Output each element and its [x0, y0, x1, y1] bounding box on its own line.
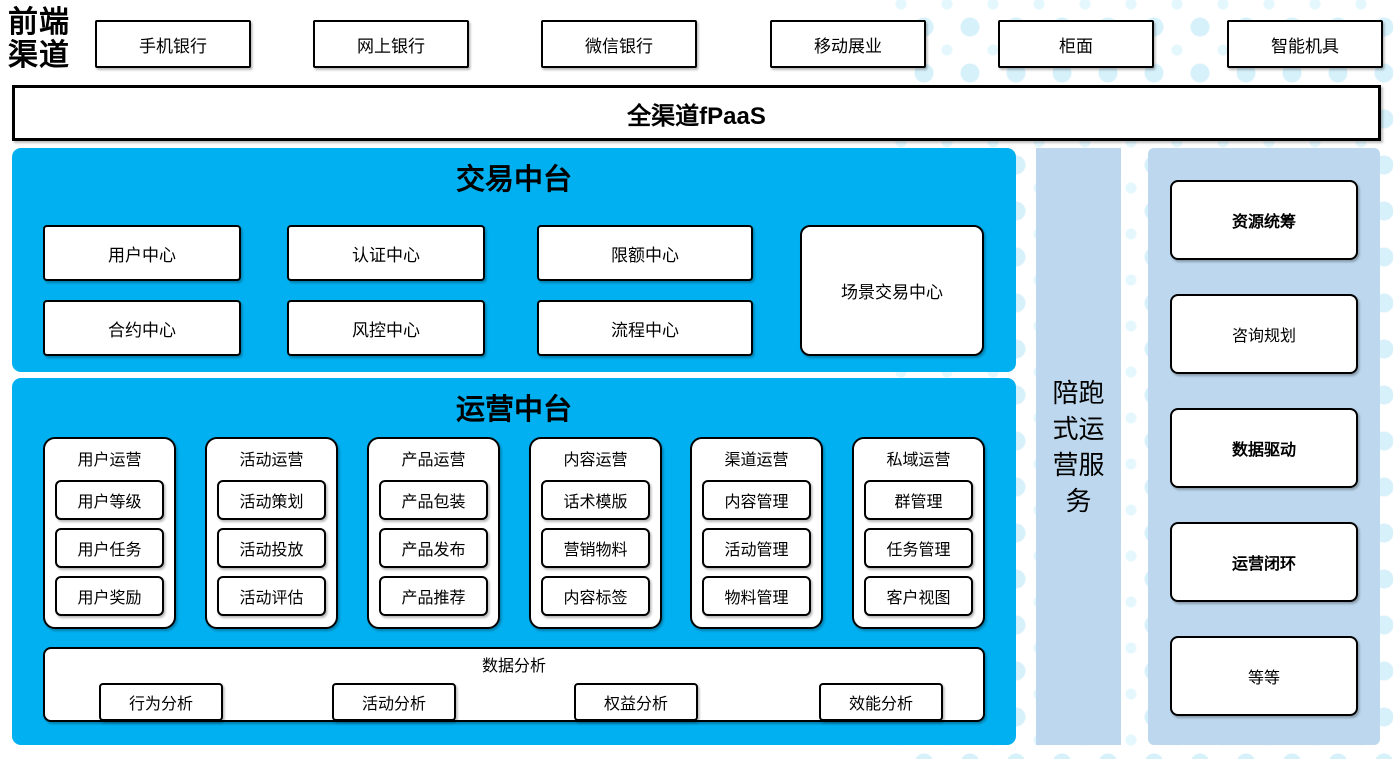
ops-column-content-ops: 内容运营 话术模版 营销物料 内容标签	[529, 437, 662, 629]
ops-column-user-ops: 用户运营 用户等级 用户任务 用户奖励	[43, 437, 176, 629]
ops-item: 用户奖励	[55, 576, 164, 616]
trade-box-scenario-trade-center: 场景交易中心	[800, 225, 984, 356]
ops-item: 产品发布	[379, 528, 488, 568]
service-box-resource-coordination: 资源统筹	[1170, 180, 1358, 260]
ops-item: 内容管理	[702, 480, 811, 520]
ops-item: 物料管理	[702, 576, 811, 616]
data-analysis-container: 数据分析 行为分析 活动分析 权益分析 效能分析	[43, 647, 985, 722]
channel-box-online-banking: 网上银行	[313, 20, 469, 68]
fpaas-bar: 全渠道fPaaS	[12, 85, 1381, 141]
ops-platform-panel: 运营中台 用户运营 用户等级 用户任务 用户奖励 活动运营 活动策划 活动投放 …	[12, 378, 1016, 745]
ops-item: 用户等级	[55, 480, 164, 520]
ops-column-header: 内容运营	[563, 452, 628, 469]
trade-platform-title: 交易中台	[455, 164, 572, 196]
ops-column-product-ops: 产品运营 产品包装 产品发布 产品推荐	[367, 437, 500, 629]
trade-box-contract-center: 合约中心	[43, 300, 241, 356]
ops-column-channel-ops: 渠道运营 内容管理 活动管理 物料管理	[690, 437, 823, 629]
ops-item: 活动评估	[217, 576, 326, 616]
trade-platform-panel: 交易中台 用户中心 认证中心 限额中心 合约中心 风控中心 流程中心 场景交易中…	[12, 148, 1016, 372]
trade-box-risk-center: 风控中心	[287, 300, 485, 356]
service-box-etc: 等等	[1170, 636, 1358, 716]
ops-column-private-domain-ops: 私域运营 群管理 任务管理 客户视图	[852, 437, 985, 629]
trade-box-limit-center: 限额中心	[537, 225, 753, 281]
ops-column-header: 私域运营	[886, 452, 951, 469]
ops-item: 活动投放	[217, 528, 326, 568]
trade-box-process-center: 流程中心	[537, 300, 753, 356]
analysis-box-efficiency: 效能分析	[819, 683, 943, 721]
ops-column-header: 用户运营	[77, 452, 142, 469]
trade-box-user-center: 用户中心	[43, 225, 241, 281]
channel-box-counter: 柜面	[998, 20, 1154, 68]
ops-item: 任务管理	[864, 528, 973, 568]
analysis-box-rights: 权益分析	[574, 683, 698, 721]
ops-item: 产品推荐	[379, 576, 488, 616]
ops-column-header: 活动运营	[239, 452, 304, 469]
ops-item: 客户视图	[864, 576, 973, 616]
ops-column-activity-ops: 活动运营 活动策划 活动投放 活动评估	[205, 437, 338, 629]
channel-box-mobile-banking: 手机银行	[95, 20, 251, 68]
ops-item: 产品包装	[379, 480, 488, 520]
ops-column-header: 产品运营	[401, 452, 466, 469]
ops-item: 话术模版	[541, 480, 650, 520]
ops-item: 用户任务	[55, 528, 164, 568]
channel-box-smart-devices: 智能机具	[1227, 20, 1383, 68]
analysis-box-activity: 活动分析	[332, 683, 456, 721]
service-box-ops-closed-loop: 运营闭环	[1170, 522, 1358, 602]
service-box-consulting-planning: 咨询规划	[1170, 294, 1358, 374]
channel-box-wechat-banking: 微信银行	[541, 20, 697, 68]
ops-item: 营销物料	[541, 528, 650, 568]
front-channels-label: 前端渠道	[8, 6, 70, 72]
ops-platform-title: 运营中台	[455, 394, 572, 426]
companion-ops-service-label: 陪跑式运营服务	[1052, 377, 1105, 516]
ops-column-header: 渠道运营	[724, 452, 789, 469]
companion-ops-service-bar: 陪跑式运营服务	[1036, 148, 1121, 745]
ops-item: 活动管理	[702, 528, 811, 568]
ops-item: 群管理	[864, 480, 973, 520]
trade-box-auth-center: 认证中心	[287, 225, 485, 281]
channel-box-mobile-business: 移动展业	[770, 20, 926, 68]
ops-item: 内容标签	[541, 576, 650, 616]
service-panel: 资源统筹 咨询规划 数据驱动 运营闭环 等等	[1148, 148, 1380, 745]
ops-item: 活动策划	[217, 480, 326, 520]
data-analysis-title: 数据分析	[481, 658, 546, 675]
service-box-data-driven: 数据驱动	[1170, 408, 1358, 488]
analysis-box-behavior: 行为分析	[99, 683, 223, 721]
